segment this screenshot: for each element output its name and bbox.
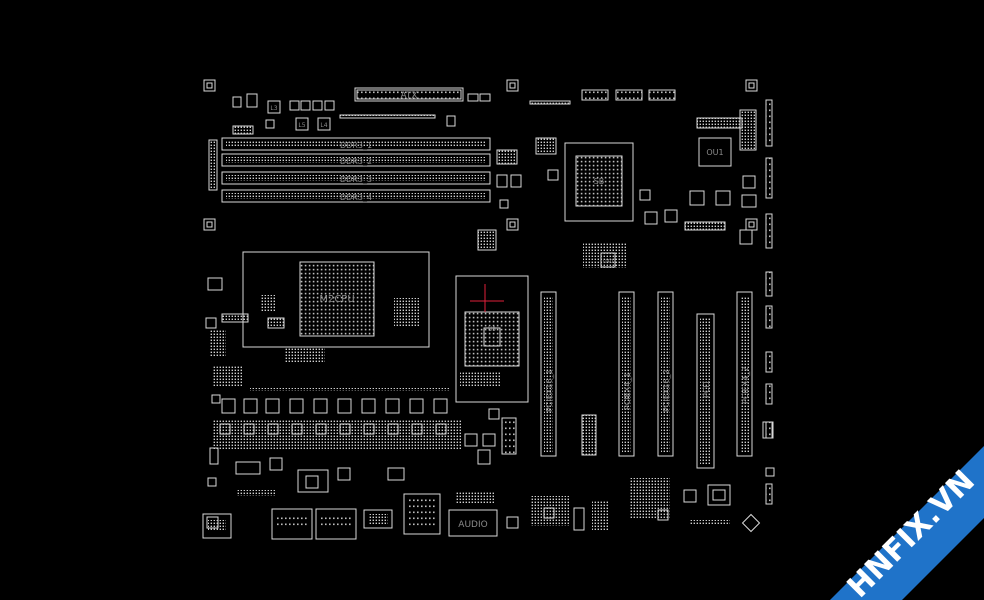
pcie-label-x16-1: PCIEX16_1 (545, 369, 554, 412)
pci-slot-1[interactable] (696, 313, 715, 469)
inductor-l4-label: L4 (320, 122, 327, 129)
pcie-slot-x16-1[interactable] (540, 291, 557, 457)
dimm-label-3: DDR3_3 (340, 175, 372, 184)
dimm-label-4: DDR3_4 (340, 193, 372, 202)
dimm-slot-4[interactable] (221, 189, 491, 203)
northbridge-chip[interactable] (455, 275, 529, 403)
southbridge-chip[interactable] (564, 142, 634, 222)
atx-connector[interactable] (354, 87, 464, 102)
inductor-l5-label: L5 (298, 122, 305, 129)
audio-label: AUDIO (458, 520, 487, 530)
pcie-slot-x4-2[interactable] (736, 291, 753, 457)
atx-label: ATX (400, 91, 417, 101)
inductor-l3-label: L3 (270, 105, 277, 112)
pcie-slot-x4-1[interactable] (618, 291, 635, 457)
southbridge-label: SB (594, 177, 605, 186)
vrm-mosfets (221, 398, 448, 414)
u40-label: U40 (603, 259, 613, 265)
pci-label-1: PCI1 (702, 380, 711, 398)
chip-ou1[interactable] (698, 137, 732, 167)
pcie-label-x4-2: PCIEX4_2 (741, 367, 750, 404)
dimm-slot-2[interactable] (221, 153, 491, 167)
pcie-label-x16-2: PCIEX16_2 (662, 369, 671, 412)
pcie-label-x4-1: PCIEX4_1 (623, 373, 632, 410)
cpu-label: M2CPU (319, 294, 354, 305)
dimm-label-1: DDR3_1 (340, 141, 372, 150)
watermark-ribbon: HNFIX.VN (830, 446, 984, 600)
audio-connector[interactable] (448, 509, 498, 537)
mounting-holes (203, 79, 758, 529)
northbridge-label: U9 (488, 326, 496, 333)
pcie-slot-x16-2[interactable] (657, 291, 674, 457)
dimm-slot-1[interactable] (221, 137, 491, 151)
cpu-socket[interactable] (242, 251, 430, 348)
dimm-slot-3[interactable] (221, 171, 491, 185)
probe-marker (470, 284, 504, 312)
ou1-label: OU1 (706, 148, 723, 157)
dimm-label-2: DDR3_2 (340, 157, 372, 166)
